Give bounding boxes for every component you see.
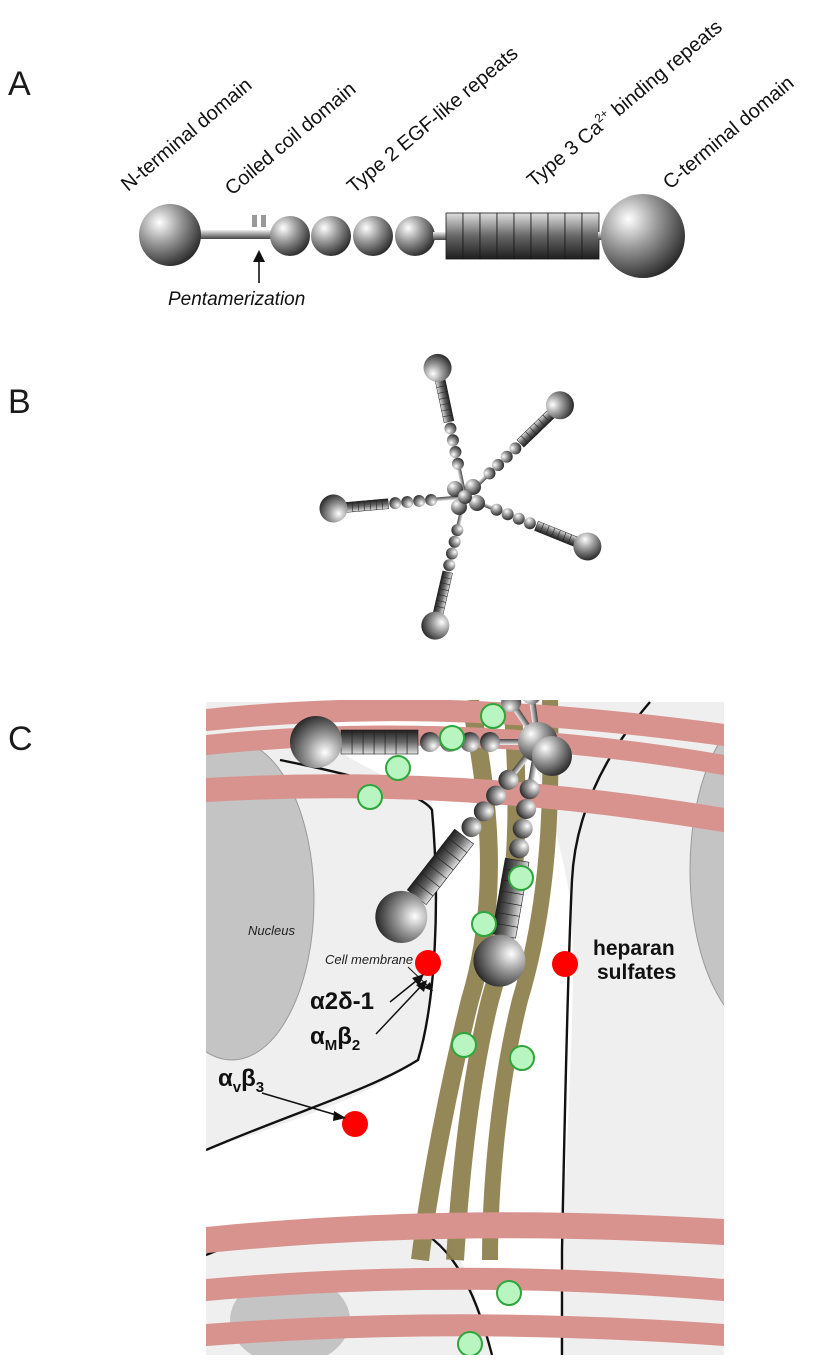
pentamerization-label: Pentamerization [168, 289, 305, 310]
pentamer-arm-4 [419, 500, 478, 643]
pentamer-arm-5 [318, 484, 460, 524]
linker-rod [433, 232, 447, 240]
alpha-v-alpha: α [218, 1065, 233, 1092]
type3-ca-prefix: Type 3 Ca [523, 116, 608, 192]
egf-repeat-4 [395, 216, 435, 256]
egf-repeat-1 [270, 216, 310, 256]
type3-ca-suffix: binding repeats [603, 16, 726, 124]
alpha-v-beta: β [241, 1065, 256, 1092]
panel-b-letter: B [8, 383, 31, 421]
domain-labels: N-terminal domain Coiled coil domain Typ… [117, 15, 798, 200]
panel-c-letter: C [8, 720, 33, 758]
thrombospondin-monomer [139, 194, 685, 278]
a2d1-label: α2δ-1 [310, 988, 374, 1015]
alpha-m-beta-sub: 2 [352, 1037, 360, 1054]
collagen-band-5 [206, 1279, 724, 1290]
c-terminal-ball [601, 194, 685, 278]
cell-membrane-label: Cell membrane [325, 952, 413, 967]
heparan-sulfates-line1: heparan [593, 937, 675, 960]
collagen-band-4 [206, 1225, 724, 1240]
ca-binding-repeats [446, 213, 599, 259]
panel-a-letter: A [8, 65, 31, 103]
alpha-m-beta: β [337, 1023, 352, 1050]
thrombospondin-pentamer [318, 351, 605, 642]
alpha-m-sub: M [325, 1037, 338, 1054]
nucleus-label: Nucleus [248, 923, 295, 938]
label-type2-egf: Type 2 EGF-like repeats [343, 42, 522, 197]
n-terminal-ball [139, 204, 201, 266]
pentamerization-mark-2 [261, 215, 266, 227]
pentamerization-arrow [253, 250, 265, 283]
alpha-m-alpha: α [310, 1023, 325, 1050]
label-c-terminal: C-terminal domain [659, 72, 798, 194]
egf-repeat-3 [353, 216, 393, 256]
pentamerization-mark [252, 215, 257, 227]
heparan-sulfates-line2: sulfates [597, 961, 676, 984]
egf-repeat-2 [311, 216, 351, 256]
pentamer-arm-1 [421, 351, 477, 494]
coiled-coil-rod [200, 230, 280, 239]
pentamer-arm-3 [465, 486, 605, 564]
